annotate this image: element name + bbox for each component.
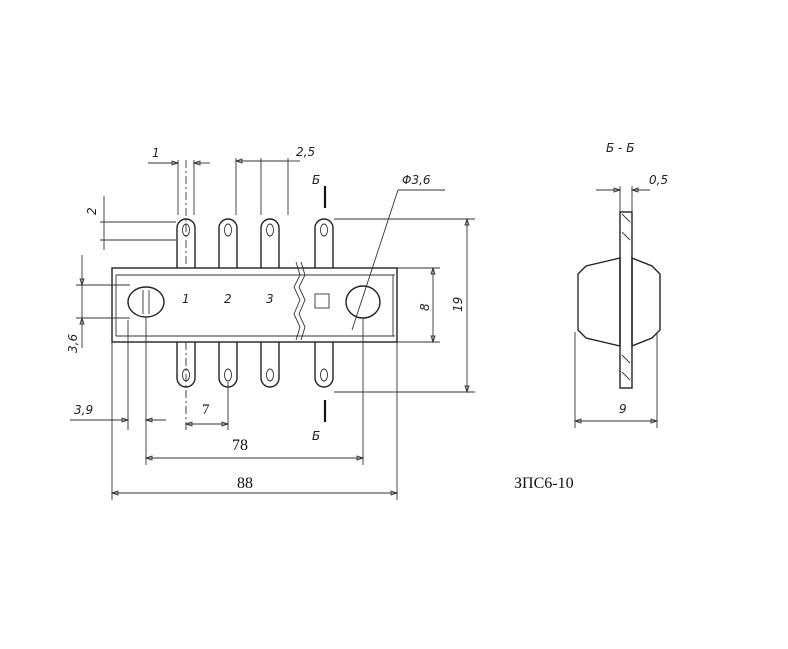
mounting-hole-left <box>127 286 165 318</box>
section-title: Б - Б <box>606 141 634 155</box>
dim-hole-diameter: Φ3,6 <box>402 173 431 187</box>
section-marker-bottom: Б <box>312 429 320 443</box>
section-marker-top: Б <box>312 173 320 187</box>
break-mark <box>293 261 306 341</box>
model-label: ЗПС6-10 <box>514 475 574 492</box>
dim-pitch: 7 <box>202 402 210 418</box>
section-insulator-left <box>577 257 621 347</box>
dim-tab-height: 2 <box>85 207 99 215</box>
connector-body <box>111 267 398 343</box>
dim-pin-width: 1 <box>152 146 160 160</box>
dim-overall-length: 88 <box>237 475 253 492</box>
dim-gap: 2,5 <box>296 145 315 159</box>
dim-hole-height: 3,6 <box>66 334 80 353</box>
dim-edge-offset: 3,9 <box>74 403 93 417</box>
pin-number-1: 1 <box>182 292 190 306</box>
dimension-lines <box>70 158 475 500</box>
square-key <box>314 293 330 309</box>
pin-row-top <box>176 218 334 268</box>
dim-hole-spacing: 78 <box>232 437 248 454</box>
section-plate <box>619 211 633 389</box>
mounting-hole-right <box>345 285 381 319</box>
dim-overall-height: 19 <box>451 297 465 312</box>
front-view: 1 2 3 Б Б <box>111 160 398 443</box>
section-view: Б - Б <box>573 141 661 428</box>
dim-body-height: 8 <box>418 303 432 311</box>
pin-number-3: 3 <box>266 292 274 306</box>
section-insulator-right <box>631 256 661 348</box>
dim-plate-thickness: 0,5 <box>649 173 668 187</box>
pin-row-bottom <box>176 342 334 388</box>
pin-number-2: 2 <box>224 292 232 306</box>
dim-section-width: 9 <box>619 402 627 416</box>
